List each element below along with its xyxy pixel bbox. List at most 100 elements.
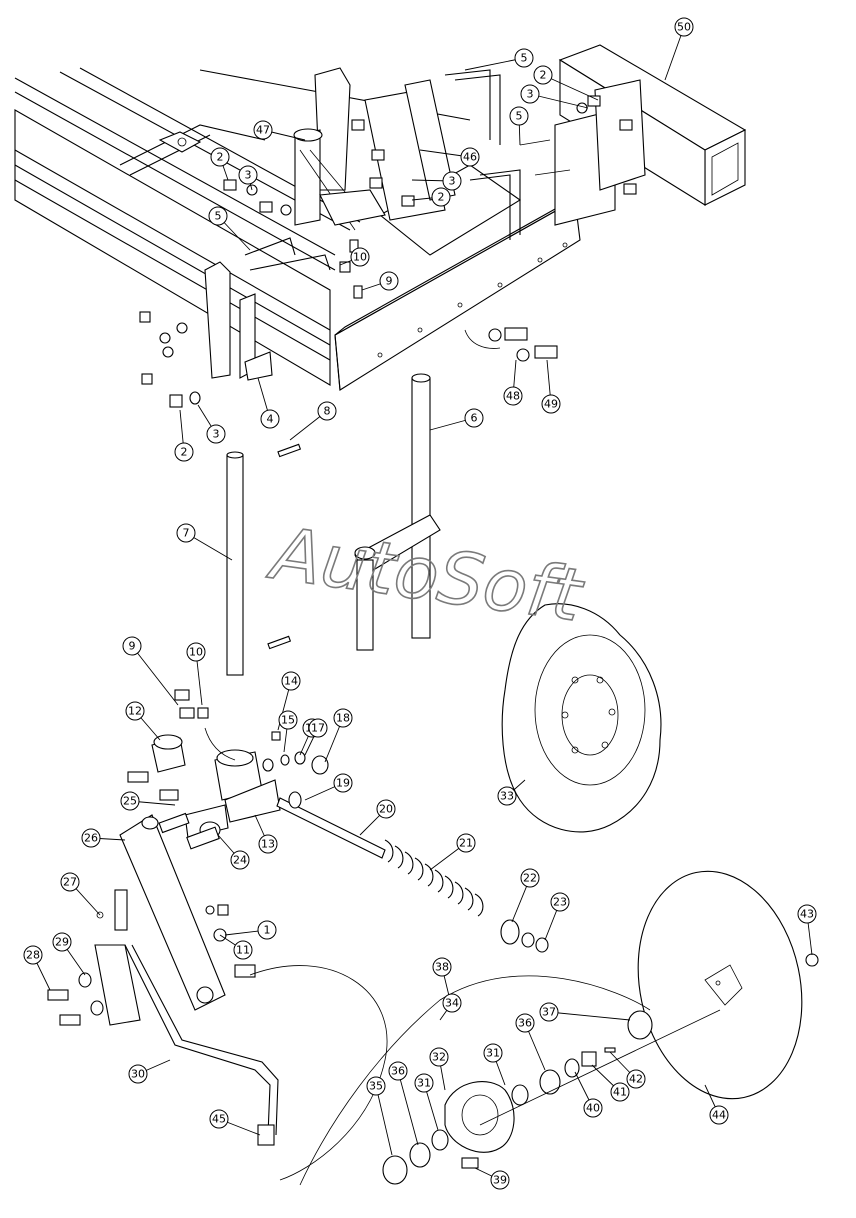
callout-label: 34 [445, 997, 459, 1010]
callout-46: 46 [419, 147, 480, 167]
callout-label: 8 [324, 405, 331, 418]
scraper-arm [47, 889, 388, 1181]
callout-circle [388, 1061, 408, 1081]
bolts-48-49 [464, 327, 558, 362]
mount-bracket [139, 237, 331, 408]
callout-label: 15 [281, 714, 295, 727]
callout-circle [709, 1105, 729, 1125]
callout-circle [483, 1043, 503, 1063]
callout-leader [464, 57, 525, 71]
flat-disc [637, 870, 819, 1100]
callout-24: 24 [217, 834, 250, 870]
callout-circle [442, 993, 462, 1013]
callout-9: 9 [361, 271, 399, 291]
callout-label: 20 [379, 803, 393, 816]
callout-label: 31 [417, 1077, 431, 1090]
callout-label: 23 [553, 896, 567, 909]
callout-leader [131, 645, 179, 706]
callout-label: 40 [586, 1102, 600, 1115]
callout-label: 11 [236, 944, 250, 957]
callout-leader [548, 1011, 631, 1021]
callout-circle [490, 1170, 510, 1190]
callout-circle [210, 147, 230, 167]
callout-circle [515, 1013, 535, 1033]
callout-47: 47 [253, 120, 306, 141]
callout-43: 43 [797, 904, 817, 956]
callout-label: 49 [544, 398, 558, 411]
callout-circle [464, 408, 484, 428]
callout-5: 5 [464, 48, 534, 71]
callout-1: 1 [224, 920, 277, 940]
callout-label: 5 [215, 210, 222, 223]
callout-label: 4 [267, 413, 274, 426]
callout-circle [233, 940, 253, 960]
callout-label: 3 [245, 169, 252, 182]
callout-label: 10 [189, 646, 203, 659]
callout-label: 2 [438, 191, 445, 204]
callout-label: 2 [540, 69, 547, 82]
callout-circle [533, 65, 553, 85]
callout-circle [125, 701, 145, 721]
callout-8: 8 [289, 401, 337, 441]
callout-48: 48 [503, 359, 523, 406]
callout-label: 7 [183, 527, 190, 540]
callout-4: 4 [257, 377, 280, 429]
callout-label: 41 [613, 1086, 627, 1099]
callout-circle [626, 1069, 646, 1089]
callout-38: 38 [432, 957, 452, 1001]
callout-11: 11 [219, 934, 253, 960]
callout-circle [520, 868, 540, 888]
callout-22: 22 [511, 868, 540, 923]
callout-circle [208, 206, 228, 226]
callout-label: 39 [493, 1174, 507, 1187]
callout-3: 3 [520, 84, 589, 109]
callout-label: 5 [516, 110, 523, 123]
main-frame [14, 67, 471, 386]
callout-circle [253, 120, 273, 140]
callout-circle [366, 1076, 386, 1096]
callout-circle [503, 386, 523, 406]
callout-circle [432, 957, 452, 977]
callout-circle [333, 708, 353, 728]
callout-label: 30 [131, 1068, 145, 1081]
callout-circle [583, 1098, 603, 1118]
callout-circle [186, 642, 206, 662]
callout-27: 27 [60, 872, 101, 916]
callout-23: 23 [544, 892, 570, 941]
callout-37: 37 [539, 1002, 631, 1022]
callout-33: 33 [497, 779, 526, 806]
callout-label: 2 [217, 151, 224, 164]
callout-31: 31 [414, 1073, 439, 1131]
callout-36: 36 [515, 1013, 546, 1071]
callout-leader [542, 74, 599, 101]
callout-20: 20 [359, 799, 396, 836]
callout-5: 5 [509, 106, 529, 146]
callout-30: 30 [128, 1059, 171, 1084]
callout-label: 17 [311, 722, 325, 735]
callout-41: 41 [591, 1064, 630, 1102]
callout-label: 33 [500, 790, 514, 803]
callout-42: 42 [609, 1051, 646, 1089]
callout-circle [278, 710, 298, 730]
callout-label: 28 [26, 949, 40, 962]
callout-circle [238, 165, 258, 185]
callout-circle [174, 442, 194, 462]
callout-label: 37 [542, 1006, 556, 1019]
callout-label: 13 [261, 838, 275, 851]
callout-2: 2 [411, 187, 451, 207]
callout-label: 3 [527, 88, 534, 101]
callout-label: 24 [233, 854, 247, 867]
callout-circle [379, 271, 399, 291]
callout-31: 31 [483, 1043, 506, 1086]
callout-circle [539, 1002, 559, 1022]
callout-9: 9 [122, 636, 179, 706]
callout-label: 1 [264, 924, 271, 937]
callout-layer: 5052347465233251092348648497910141215161… [23, 17, 817, 1190]
callout-label: 12 [128, 705, 142, 718]
callout-circle [456, 833, 476, 853]
callout-label: 46 [463, 151, 477, 164]
callout-label: 45 [212, 1113, 226, 1126]
callout-6: 6 [429, 408, 484, 431]
pin-8 [277, 443, 302, 458]
